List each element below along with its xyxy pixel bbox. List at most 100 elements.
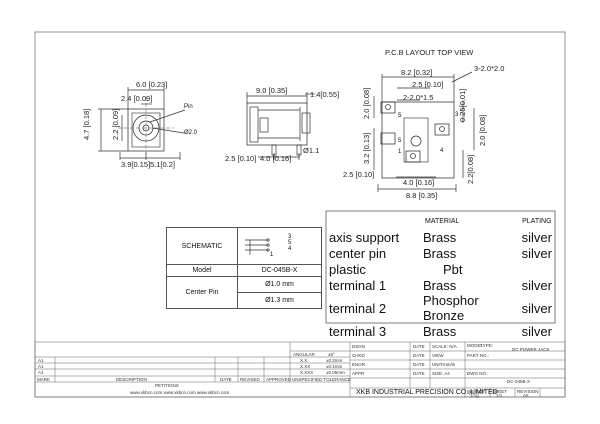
schematic-label: SCHEMATIC bbox=[166, 227, 238, 265]
tb-description: DESCRIPTION bbox=[116, 377, 147, 382]
tb-date: DATE bbox=[413, 344, 425, 349]
side-view bbox=[246, 92, 315, 160]
model-label: Model bbox=[166, 264, 238, 277]
materials-header: MATERIAL PLATING bbox=[327, 213, 554, 229]
tb-revision: REVISION bbox=[517, 389, 539, 394]
part-plating bbox=[520, 261, 554, 277]
tb-type-label: TYPE: bbox=[480, 343, 494, 348]
material-row: terminal 2 Phosphor Bronze silver bbox=[327, 293, 554, 323]
dim-tab: 1.4[0.55] bbox=[310, 90, 340, 99]
company-name: XKB INDUSTRIAL PRECISION CO.,LIMITED bbox=[356, 389, 498, 396]
tb-dsgn: DSGN bbox=[352, 344, 366, 349]
pcb-pin-4: 4 bbox=[440, 148, 444, 154]
dim-inner: 2.4 [0.09] bbox=[121, 94, 153, 103]
material-row: axis support Brass silver bbox=[327, 229, 554, 245]
title-block-grid bbox=[34, 341, 566, 398]
model-value: DC-045B-X bbox=[237, 264, 322, 277]
pcb-dim-8-8: 8.8 [0.35] bbox=[406, 191, 438, 200]
material-row: plastic Pbt bbox=[327, 261, 554, 277]
tb-x-xxx: X.XXX bbox=[300, 370, 314, 375]
part-material: Pbt bbox=[443, 261, 463, 277]
dim-side-right: 4.0 [0.16] bbox=[260, 154, 292, 163]
tb-angular: ANGULAR bbox=[293, 352, 315, 357]
pcb-dim-2-2-right: 2.2[0.08] bbox=[466, 154, 475, 184]
tb-chkd: CHKD bbox=[352, 353, 365, 358]
part-name: terminal 1 bbox=[329, 277, 387, 293]
part-material: Brass bbox=[423, 229, 457, 245]
schematic-cell: 3 5 4 1 bbox=[237, 227, 322, 265]
tb-date: DATE bbox=[413, 371, 425, 376]
tb-we-got: WE GOT bbox=[467, 389, 486, 394]
tb-dwg-no: DWG NO.: bbox=[467, 371, 489, 376]
dim-hole: Ø1.1 bbox=[303, 146, 320, 155]
rev-mark: A1 bbox=[38, 364, 44, 369]
tb-date-col: DATE bbox=[220, 377, 232, 382]
tb-x-xx: X.XX bbox=[300, 364, 311, 369]
part-name: terminal 3 bbox=[329, 323, 387, 339]
part-name: plastic bbox=[329, 261, 366, 277]
tb-website: www.xkbcn.com www.xkbcn.com www.xkbcn.co… bbox=[130, 390, 230, 395]
tb-sheet: SHEET bbox=[492, 389, 508, 394]
rev-mark: A1 bbox=[38, 358, 44, 363]
schematic-pin-4: 4 bbox=[288, 246, 292, 252]
plating-header: PLATING bbox=[522, 217, 552, 225]
hole-callout: Ø2.0 bbox=[184, 130, 198, 136]
part-plating: silver bbox=[521, 229, 552, 245]
tb-unit-value: mm/in bbox=[443, 362, 456, 367]
materials-table: MATERIAL PLATING axis support Brass silv… bbox=[327, 213, 554, 339]
material-row: center pin Brass silver bbox=[327, 245, 554, 261]
tb-revised: REVISED bbox=[240, 377, 260, 382]
tb-approved: APPROVED bbox=[266, 377, 292, 382]
pin-callout: Pin bbox=[184, 104, 193, 110]
schematic-pin-5: 5 bbox=[288, 240, 292, 246]
part-plating: silver bbox=[521, 323, 552, 339]
tb-x-x: X.X bbox=[300, 358, 308, 363]
dim-side-left: 2.5 [0.10] bbox=[225, 154, 257, 163]
tb-dwg-value: DC-045B-X bbox=[507, 379, 531, 384]
schematic-pin-1: 1 bbox=[270, 252, 274, 258]
center-pin-label: Center Pin bbox=[166, 276, 238, 309]
schematic-pin-3: 3 bbox=[288, 234, 292, 240]
pcb-dim-2-2: 2-2.0*1.5 bbox=[403, 93, 434, 102]
tb-model: MODEL: bbox=[467, 343, 485, 348]
pcb-layout bbox=[373, 71, 475, 192]
tb-x-xxx-val: ±0.05mm bbox=[326, 370, 345, 375]
pcb-dim-3-2-left: 3.2 [0.13] bbox=[362, 132, 371, 164]
dim-width: 6.0 [0.23] bbox=[136, 80, 168, 89]
material-row: terminal 1 Brass silver bbox=[327, 277, 554, 293]
materials-box bbox=[325, 210, 556, 324]
tb-appr: APPR bbox=[352, 371, 365, 376]
tb-sheet-val: 1/1 bbox=[496, 393, 503, 398]
part-material: Phosphor Bronze bbox=[423, 293, 479, 323]
part-name: center pin bbox=[329, 245, 387, 261]
tb-unit-label: UNIT: bbox=[432, 362, 444, 367]
tb-unspecified: UNSPECIFIED TOLERANCE bbox=[292, 377, 351, 382]
dim-height: 4.7 [0.18] bbox=[82, 108, 91, 140]
tb-mark: MARK bbox=[37, 377, 51, 382]
pcb-dim-2-0-left: 2.0 [0.08] bbox=[362, 87, 371, 119]
pcb-dim-2-5-left: 2.5 [0.10] bbox=[343, 170, 375, 179]
tb-we-got-val: 1/1g bbox=[470, 393, 479, 398]
material-row: terminal 3 Brass silver bbox=[327, 323, 554, 339]
tb-x-x-val: ±0.2mm bbox=[326, 358, 343, 363]
part-material: Brass bbox=[423, 245, 457, 261]
pcb-dim-3-2: 3-2.0*2.0 bbox=[474, 64, 505, 73]
tb-scale: SCALE: N/A bbox=[432, 344, 457, 349]
part-name: terminal 2 bbox=[329, 300, 387, 316]
part-plating: silver bbox=[521, 300, 552, 316]
tb-rev-val: A5 bbox=[523, 393, 529, 398]
part-name: axis support bbox=[329, 229, 400, 245]
pcb-dim-0-25: 0.25[0.01] bbox=[458, 88, 467, 122]
part-plating: silver bbox=[521, 277, 552, 293]
pcb-pin-3: 3 bbox=[455, 112, 459, 118]
rev-mark: A1 bbox=[38, 370, 44, 375]
front-view bbox=[98, 87, 186, 160]
material-header: MATERIAL bbox=[425, 217, 460, 225]
pcb-dim-2-0-right: 2.0 [0.08] bbox=[478, 114, 487, 146]
tb-type-value: DC POWER JACK bbox=[512, 347, 550, 352]
part-material: Brass bbox=[423, 323, 457, 339]
tb-x-xx-val: ±0.1mm bbox=[326, 364, 343, 369]
tb-petitions: PETITIONS bbox=[155, 383, 179, 388]
tb-view: VIEW bbox=[432, 353, 444, 358]
